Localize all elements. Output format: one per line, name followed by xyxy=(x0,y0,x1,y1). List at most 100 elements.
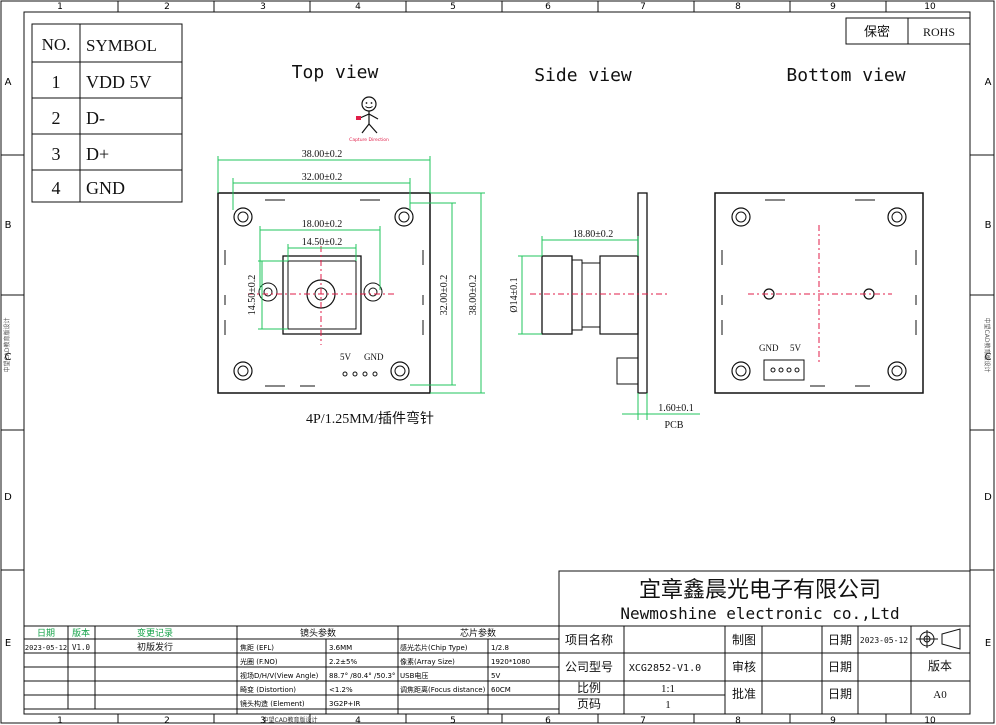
bottom-view-title: Bottom view xyxy=(786,65,905,86)
top-view: 5V GND 38.00±0.2 32.00±0.2 18.00±0.2 14.… xyxy=(217,149,485,427)
lens-param-rows: 焦距 (EFL) 3.6MM 光圈 (F.NO) 2.2±5% 视场D/H/V(View… xyxy=(240,643,395,708)
pin-no: 1 xyxy=(52,72,61,92)
zone-number: 10 xyxy=(924,716,936,725)
pin-header-no: NO. xyxy=(42,35,71,54)
approve-label: 批准 xyxy=(732,686,756,701)
bottom-gnd-label: GND xyxy=(759,343,779,353)
date-value: 2023-05-12 xyxy=(860,636,908,645)
logo-caption: Capture Direction xyxy=(349,137,389,143)
pin-symbol: GND xyxy=(86,178,125,198)
chip-param-rows: 感光芯片(Chip Type)1/2.8像素(Array Size)1920*1… xyxy=(400,643,530,694)
side-view: 18.80±0.2 Ø14±0.1 1.60±0.1 PCB xyxy=(509,192,700,431)
zone-number: 1 xyxy=(57,716,63,725)
zone-number: 9 xyxy=(830,2,836,12)
dim-hole-spacing-18: 18.00±0.2 xyxy=(302,219,343,230)
pin-no: 4 xyxy=(52,178,61,198)
lens-param-value: 2.2±5% xyxy=(329,658,357,666)
bottom-view: GND 5V xyxy=(714,192,924,394)
dim-height-38: 38.00±0.2 xyxy=(468,275,479,316)
project-name-label: 项目名称 xyxy=(565,632,613,647)
dim-side-length: 18.80±0.2 xyxy=(573,229,614,240)
date-label: 日期 xyxy=(828,687,852,701)
chip-param-value: 1/2.8 xyxy=(491,644,509,652)
date-label: 日期 xyxy=(828,660,852,674)
rohs-label: ROHS xyxy=(923,25,955,39)
version-value: A0 xyxy=(933,689,947,701)
lens-param-name: 镜头构造 (Element) xyxy=(240,699,305,708)
rev-version: V1.0 xyxy=(72,643,91,652)
version-label: 版本 xyxy=(928,659,952,673)
secret-label: 保密 xyxy=(864,24,890,39)
zone-number: 7 xyxy=(640,2,646,12)
zone-letter: D xyxy=(984,492,992,503)
footer-text: 中望CAD教育版设计 xyxy=(263,716,318,724)
dim-width-38: 38.00±0.2 xyxy=(302,149,343,160)
title-block: 宜章鑫晨光电子有限公司 Newmoshine electronic co.,Lt… xyxy=(23,570,971,724)
pin-symbol: D- xyxy=(86,108,105,128)
chip-param-name: 像素(Array Size) xyxy=(400,657,455,666)
lens-param-name: 焦距 (EFL) xyxy=(240,643,274,652)
chip-param-name: USB电压 xyxy=(400,671,428,680)
zone-letter: E xyxy=(5,638,11,649)
capture-direction-figure: Capture Direction xyxy=(349,96,389,143)
dim-pcb-thickness: 1.60±0.1 xyxy=(658,403,694,414)
company-name-en: Newmoshine electronic co.,Ltd xyxy=(620,604,899,623)
pin-no: 2 xyxy=(52,108,61,128)
dim-holder-width: 14.50±0.2 xyxy=(302,237,343,248)
lens-param-value: 3.6MM xyxy=(329,644,352,652)
connector-label: 4P/1.25MM/插件弯针 xyxy=(306,410,434,427)
check-label: 审核 xyxy=(732,659,756,674)
zone-letter: A xyxy=(985,77,992,88)
classification-box: 保密 ROHS xyxy=(845,17,971,45)
zone-number: 1 xyxy=(57,2,63,12)
company-name-cn: 宜章鑫晨光电子有限公司 xyxy=(639,577,881,602)
date-label: 日期 xyxy=(828,633,852,647)
pcb-label: PCB xyxy=(665,420,684,431)
zone-letter: A xyxy=(5,77,12,88)
zone-letter: D xyxy=(4,492,12,503)
zone-number: 7 xyxy=(640,716,646,725)
zone-number: 5 xyxy=(450,716,456,725)
top-5v-label: 5V xyxy=(340,352,352,362)
page-label: 页码 xyxy=(577,697,601,711)
zone-number: 6 xyxy=(545,716,551,725)
lens-param-value: <1.2% xyxy=(329,686,353,694)
zone-letter: C xyxy=(985,352,992,363)
chip-param-value: 1920*1080 xyxy=(491,658,530,666)
draw-label: 制图 xyxy=(732,633,756,647)
zone-number: 8 xyxy=(735,2,741,12)
rev-change: 初版发行 xyxy=(137,641,173,652)
dim-width-32: 32.00±0.2 xyxy=(302,172,343,183)
pin-symbol: VDD 5V xyxy=(86,72,152,92)
zone-letter: B xyxy=(5,220,12,231)
lens-param-name: 光圈 (F.NO) xyxy=(240,657,278,666)
zone-number: 6 xyxy=(545,2,551,12)
lens-param-name: 视场D/H/V(View Angle) xyxy=(240,671,319,680)
pin-symbol: D+ xyxy=(86,144,109,164)
lens-param-value: 88.7° /80.4° /50.3° xyxy=(329,672,395,680)
zone-number: 2 xyxy=(164,716,170,725)
rev-date: 2023-05-12 xyxy=(25,644,67,652)
dim-height-32: 32.00±0.2 xyxy=(439,275,450,316)
chip-param-name: 调焦距离(Focus distance) xyxy=(400,685,486,694)
chip-title: 芯片参数 xyxy=(460,627,496,638)
pin-no: 3 xyxy=(52,144,61,164)
zone-number: 9 xyxy=(830,716,836,725)
top-gnd-label: GND xyxy=(364,352,384,362)
zone-letter: B xyxy=(985,220,992,231)
page-value: 1 xyxy=(665,699,671,711)
zone-number: 4 xyxy=(355,716,361,725)
scale-value: 1:1 xyxy=(661,683,675,695)
model-value: XCG2852-V1.0 xyxy=(629,663,701,674)
dim-holder-height: 14.50±0.2 xyxy=(247,275,258,316)
model-label: 公司型号 xyxy=(565,660,613,674)
chip-param-value: 60CM xyxy=(491,686,511,694)
lens-param-value: 3G2P+IR xyxy=(329,700,360,708)
top-view-title: Top view xyxy=(292,62,379,83)
zone-number: 3 xyxy=(260,2,266,12)
zone-number: 2 xyxy=(164,2,170,12)
right-margin-text: 中望CAD教育版设计 xyxy=(983,318,991,373)
rev-header-date: 日期 xyxy=(37,628,55,639)
